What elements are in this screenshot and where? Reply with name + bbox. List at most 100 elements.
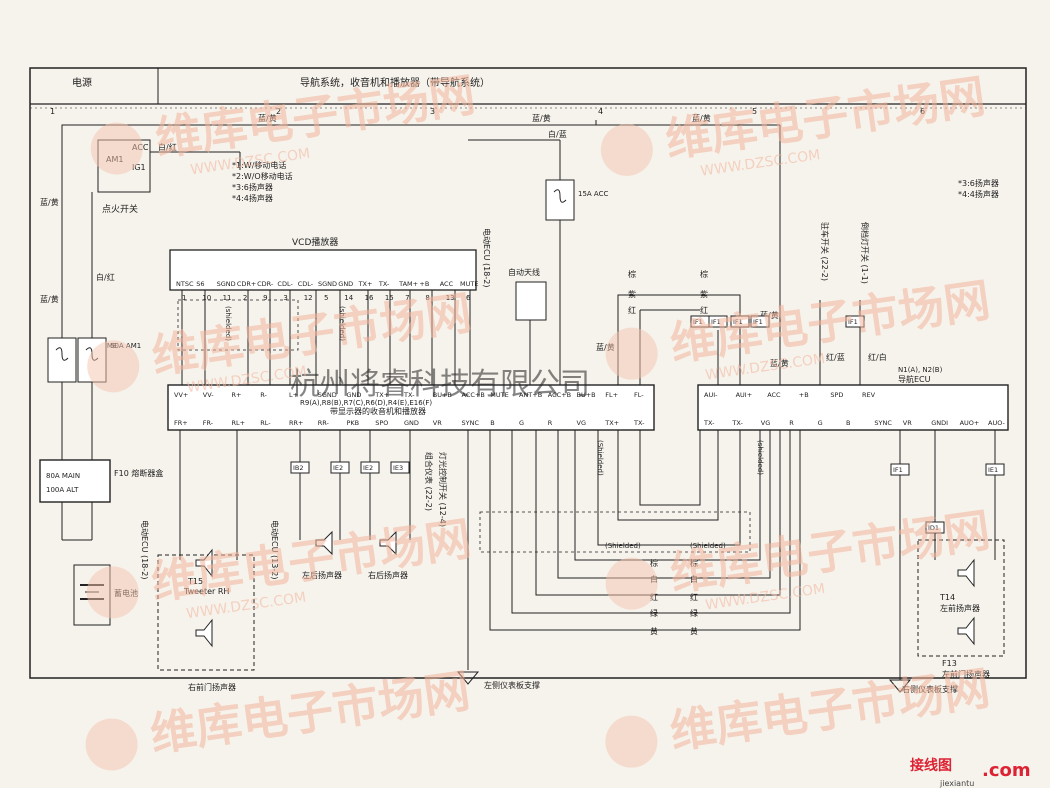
vcd-num-3: 2 — [243, 294, 247, 302]
vcd-num-10: 15 — [385, 294, 394, 302]
header-center: 导航系统，收音机和播放器（带导航系统） — [300, 76, 490, 89]
radio-top-pin-16: FL- — [634, 391, 644, 399]
watermark-logo-icon-8 — [605, 715, 658, 768]
radio-bot-pin-15: TX+ — [604, 419, 619, 427]
vcd-pin-6: CDL- — [298, 280, 314, 288]
radio-sub: R9(A),R8(B),R7(C),R6(D),R4(E),E16(F) — [300, 399, 432, 407]
vcd-pin-13: ACC — [440, 280, 454, 288]
tr-red-white: 红/白 — [868, 352, 887, 362]
ref-combo: 组合仪表 (22-2) — [424, 452, 434, 511]
tr-brown: 棕 — [628, 269, 636, 279]
radio-bot-pin-3: RL- — [260, 419, 271, 427]
radio-bot-pin-6: PKB — [347, 419, 360, 427]
watermark-logo-icon-6 — [605, 557, 658, 610]
ref-ecu-left: 电动ECU (18-2) — [140, 520, 150, 579]
rear-left-speaker-icon — [315, 530, 333, 556]
watermark-8: 维库电子市场网 — [605, 661, 993, 768]
vcd-player: VCD播放器 NTSC1S610SGND11CDR+2CDR-9CDL-3CDL… — [169, 236, 478, 302]
tweeter-rh-name: Tweeter RH — [183, 587, 229, 596]
fuse-acc: 15A ACC — [545, 179, 608, 221]
watermark-text-6: 维库电子市场网 — [667, 503, 993, 601]
speaker-front-right: T15 Tweeter RH 右前门扬声器 — [157, 548, 255, 692]
vcd-num-11: 7 — [405, 294, 409, 302]
note-1: *1:W/移动电话 — [232, 160, 286, 170]
rear-left-label: 左后扬声器 — [302, 570, 342, 580]
col-5: 5 — [752, 107, 757, 116]
spk-fl-dashed-box — [917, 539, 1005, 657]
connector-label-9: IF1 — [893, 466, 903, 474]
ref-rev: 倒档灯开关 (1-1) — [860, 222, 870, 284]
nav-sub: N1(A), N2(B) — [898, 366, 943, 374]
radio-top-pin-4: L+ — [289, 391, 298, 399]
radio-top-pin-0: VV+ — [174, 391, 188, 399]
tr-purple2: 紫 — [700, 290, 708, 299]
speaker-rear-right: 右后扬声器 — [368, 530, 408, 580]
connector-box-1 — [708, 315, 728, 328]
vcd-num-4: 9 — [263, 294, 267, 302]
radio-top-pin-7: TX+ — [374, 391, 389, 399]
ground-left-icon — [456, 671, 480, 685]
fuse-dome-glyph — [55, 347, 69, 361]
nav-bot-pin-3: R — [789, 419, 794, 427]
col-3: 3 — [430, 107, 435, 116]
note-4: *4:4扬声器 — [232, 193, 273, 203]
connector-label-3: IF1 — [753, 318, 763, 326]
connector-label-5: IB2 — [293, 464, 304, 472]
radio-bot-pin-5: RR- — [318, 419, 330, 427]
vcd-pin-12: +B — [419, 280, 429, 288]
connector-box-10 — [925, 521, 945, 534]
vcd-num-7: 5 — [324, 294, 328, 302]
watermark-logo-icon-4 — [605, 327, 658, 380]
ground-right: 右侧仪表板支撑 — [888, 679, 958, 694]
top-right-wire-labels: 棕 紫 红 棕 紫 红 蓝/黄 蓝/黄 红/蓝 红/白 蓝/黄 — [596, 269, 887, 368]
footer-com: .com — [982, 760, 1031, 781]
auto-antenna-box — [515, 281, 547, 321]
radio-bot-pin-14: VG — [577, 419, 586, 427]
vcd-num-5: 3 — [283, 294, 287, 302]
ground-right-label: 右侧仪表板支撑 — [902, 684, 958, 694]
fusebox-outline — [39, 459, 111, 503]
radio-bot-pin-1: FR- — [203, 419, 214, 427]
tr-blue-yellow3: 蓝/黄 — [596, 342, 615, 352]
watermark-logo-icon-5 — [86, 566, 139, 619]
speaker-left-icon — [957, 616, 975, 646]
tr-blue-yellow2: 蓝/黄 — [770, 358, 789, 368]
wire-label-blue-yellow: 蓝/黄 — [258, 113, 277, 123]
vcd-pin-3: CDR+ — [237, 280, 257, 288]
connector-box-11 — [985, 463, 1005, 476]
radio-bot-pin-0: FR+ — [174, 419, 188, 427]
vcd-num-13: 13 — [446, 294, 455, 302]
note-r1: *3:6扬声器 — [958, 178, 999, 188]
note-r2: *4:4扬声器 — [958, 189, 999, 199]
tr-red-blue: 红/蓝 — [826, 352, 845, 362]
nav-bot-pin-1: TX- — [731, 419, 743, 427]
connector-box-8 — [390, 461, 410, 474]
vcd-pin-7: SGND — [318, 280, 337, 288]
radio-top-pin-11: MUTE — [490, 391, 508, 399]
nav-top-pin-3: +B — [799, 391, 809, 399]
radio-bot-pin-7: SPO — [375, 419, 388, 427]
spk-t14-code: T14 — [939, 593, 955, 602]
vcd-label: VCD播放器 — [292, 236, 338, 248]
ref-park: 驻车开关 (22-2) — [820, 222, 830, 281]
connector-label-2: IF1 — [733, 318, 743, 326]
auto-antenna: 自动天线 — [508, 267, 547, 321]
nav-bot-pin-4: G — [818, 419, 823, 427]
shielded-vcd2: (shielded) — [338, 306, 346, 341]
watermark-2: 维库电子市场网 WWW.DZSC.COM — [600, 69, 989, 180]
col-1: 1 — [50, 107, 55, 116]
shield-box-video — [479, 511, 751, 553]
bw-brown: 棕 — [650, 558, 658, 568]
radio-bot-pin-12: G — [519, 419, 524, 427]
company-overlay: 杭州将睿科技有限公司 — [290, 367, 590, 402]
nav-bot-pin-5: B — [846, 419, 850, 427]
radio-top-pin-9: BU+B — [433, 391, 452, 399]
rear-right-speaker-icon — [379, 530, 397, 556]
shielded-nav: (shielded) — [756, 440, 764, 475]
fuse-dome-box — [47, 337, 77, 383]
connector-label-0: IF1 — [693, 318, 703, 326]
watermark-7: 维库电子市场网 — [85, 663, 473, 771]
ground-right-icon — [888, 679, 912, 693]
